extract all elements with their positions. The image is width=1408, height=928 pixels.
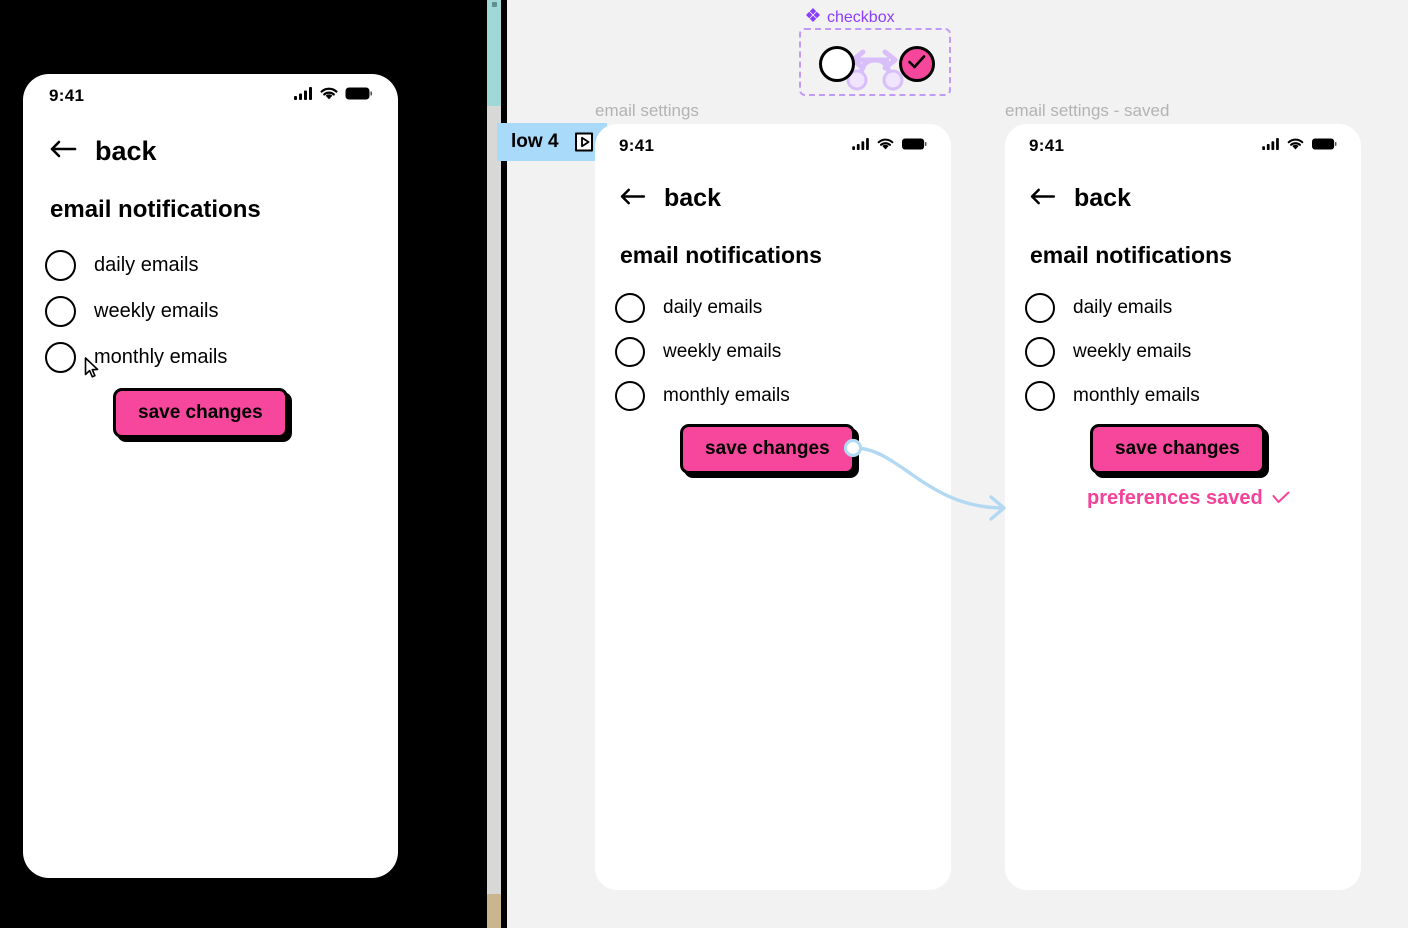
checkbox-weekly-emails[interactable] xyxy=(615,337,645,367)
option-label: daily emails xyxy=(663,297,763,318)
option-label: monthly emails xyxy=(663,385,790,406)
status-bar-time: 9:41 xyxy=(1029,136,1065,155)
option-row-weekly[interactable]: weekly emails xyxy=(615,330,915,374)
status-bar: 9:41 xyxy=(1005,136,1361,156)
status-bar-icons xyxy=(294,87,372,105)
option-row-weekly[interactable]: weekly emails xyxy=(1025,330,1325,374)
option-row-monthly[interactable]: monthly emails xyxy=(615,374,915,418)
status-bar-icons xyxy=(852,137,927,155)
cellular-signal-icon xyxy=(852,137,870,155)
option-row-monthly[interactable]: monthly emails xyxy=(1025,374,1325,418)
checkbox-monthly-emails[interactable] xyxy=(615,381,645,411)
status-bar: 9:41 xyxy=(23,86,398,106)
status-bar-icons xyxy=(1262,137,1337,155)
frame-title-email-settings[interactable]: email settings xyxy=(595,101,699,120)
component-set-name: checkbox xyxy=(827,8,895,26)
notification-options-list: daily emails weekly emails monthly email… xyxy=(615,286,915,418)
option-row-daily[interactable]: daily emails xyxy=(1025,286,1325,330)
frame-email-settings[interactable]: 9:41 xyxy=(595,124,951,890)
preferences-saved-status: preferences saved xyxy=(1087,487,1290,510)
screen-email-settings-saved: 9:41 xyxy=(1005,124,1361,890)
screen-email-settings: 9:41 xyxy=(595,124,951,890)
page-title: email notifications xyxy=(620,242,822,268)
option-row-daily[interactable]: daily emails xyxy=(615,286,915,330)
back-nav[interactable]: back xyxy=(1029,184,1131,213)
wifi-icon xyxy=(877,137,894,155)
battery-icon xyxy=(345,87,372,105)
component-set-label[interactable]: checkbox xyxy=(806,8,895,27)
checkbox-monthly-emails[interactable] xyxy=(1025,381,1055,411)
teal-edge-strip xyxy=(487,0,501,106)
arrow-left-icon xyxy=(1029,187,1056,211)
battery-icon xyxy=(901,137,927,155)
checkbox-monthly-emails[interactable] xyxy=(45,341,76,373)
back-nav[interactable]: back xyxy=(49,136,157,167)
save-changes-button[interactable]: save changes xyxy=(113,388,288,438)
option-row-monthly[interactable]: monthly emails xyxy=(45,334,345,380)
arrow-left-icon xyxy=(49,139,77,164)
tan-edge-strip xyxy=(487,894,501,928)
cellular-signal-icon xyxy=(294,87,313,105)
checkbox-variant-unchecked[interactable] xyxy=(819,46,855,82)
component-set-checkbox[interactable] xyxy=(799,28,951,96)
save-changes-button[interactable]: save changes xyxy=(1090,424,1265,474)
flow-badge-label: low 4 xyxy=(511,131,559,152)
status-bar-time: 9:41 xyxy=(49,86,85,105)
option-row-daily[interactable]: daily emails xyxy=(45,242,345,288)
option-label: weekly emails xyxy=(94,299,219,322)
preview-phone-screen: 9:41 xyxy=(23,74,398,878)
teal-strip-dot xyxy=(492,2,497,7)
frame-title-email-settings-saved[interactable]: email settings - saved xyxy=(1005,101,1170,120)
back-label: back xyxy=(95,136,157,166)
option-label: weekly emails xyxy=(663,341,782,362)
option-label: daily emails xyxy=(94,253,199,276)
frame-email-settings-saved[interactable]: 9:41 xyxy=(1005,124,1361,890)
notification-options-list: daily emails weekly emails monthly email… xyxy=(1025,286,1325,418)
option-label: weekly emails xyxy=(1073,341,1192,362)
back-label: back xyxy=(1074,184,1131,212)
present-play-icon[interactable] xyxy=(573,131,595,153)
arrow-left-icon xyxy=(619,187,646,211)
checkbox-daily-emails[interactable] xyxy=(615,293,645,323)
notification-options-list: daily emails weekly emails monthly email… xyxy=(45,242,345,380)
back-label: back xyxy=(664,184,721,212)
status-bar-time: 9:41 xyxy=(619,136,655,155)
page-title: email notifications xyxy=(50,196,261,223)
design-canvas: low 4 checkbox xyxy=(497,0,1408,928)
page-title: email notifications xyxy=(1030,242,1232,268)
status-bar: 9:41 xyxy=(595,136,951,156)
option-label: monthly emails xyxy=(1073,385,1200,406)
component-diamond-icon xyxy=(806,8,820,27)
back-nav[interactable]: back xyxy=(619,184,721,213)
save-changes-button[interactable]: save changes xyxy=(680,424,855,474)
variant-interaction-arrows xyxy=(846,49,904,91)
gray-edge-strip xyxy=(487,106,501,894)
option-label: daily emails xyxy=(1073,297,1173,318)
checkbox-daily-emails[interactable] xyxy=(45,249,76,281)
checkbox-weekly-emails[interactable] xyxy=(1025,337,1055,367)
wifi-icon xyxy=(1287,137,1304,155)
preview-screen-content: 9:41 xyxy=(23,74,398,878)
check-icon xyxy=(1272,487,1290,510)
device-preview-pane: 9:41 xyxy=(0,0,487,928)
checkbox-daily-emails[interactable] xyxy=(1025,293,1055,323)
checkbox-variant-checked[interactable] xyxy=(899,46,935,82)
checkmark-icon xyxy=(907,54,927,75)
cellular-signal-icon xyxy=(1262,137,1280,155)
wifi-icon xyxy=(320,87,338,105)
mouse-pointer-icon xyxy=(84,357,100,384)
checkbox-weekly-emails[interactable] xyxy=(45,295,76,327)
battery-icon xyxy=(1311,137,1337,155)
status-message-text: preferences saved xyxy=(1087,487,1263,509)
flow-starting-point-badge[interactable]: low 4 xyxy=(497,123,607,161)
option-row-weekly[interactable]: weekly emails xyxy=(45,288,345,334)
option-label: monthly emails xyxy=(94,345,228,368)
